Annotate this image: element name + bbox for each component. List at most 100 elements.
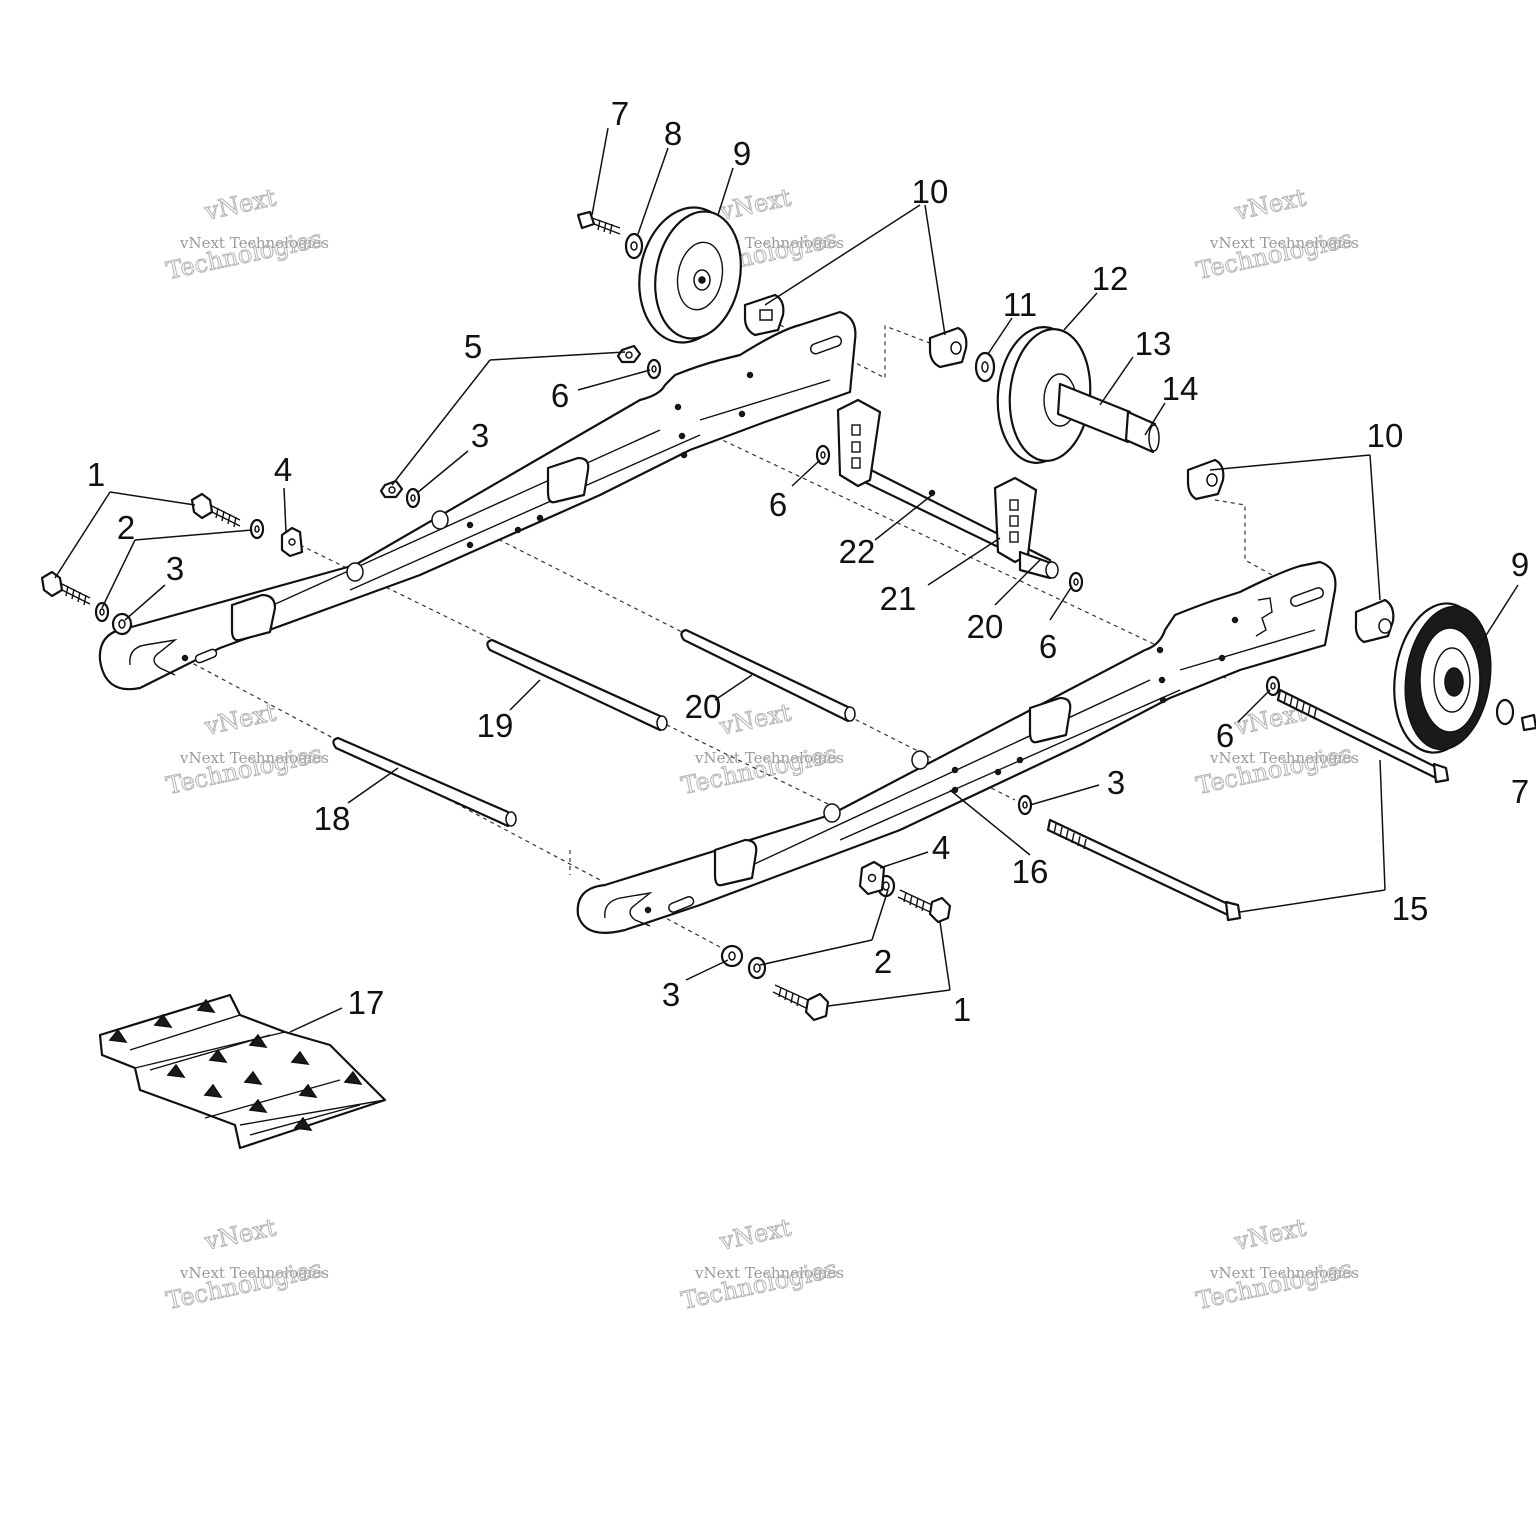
callout-18: 18 (314, 800, 351, 837)
watermark-text-small: vNext Technologies (1209, 234, 1359, 252)
callout-20: 20 (685, 688, 722, 725)
callout-3: 3 (166, 550, 184, 587)
leader-lines (54, 127, 1519, 1033)
watermark-text-small: vNext Technologies (1209, 749, 1359, 767)
callout-10: 10 (912, 173, 949, 210)
washer-3-d (720, 944, 744, 968)
rail-far (98, 310, 857, 691)
callout-20: 20 (967, 608, 1004, 645)
callout-12: 12 (1092, 260, 1129, 297)
callout-8: 8 (664, 115, 682, 152)
callout-5: 5 (464, 328, 482, 365)
nut-5-lower (379, 479, 404, 499)
watermark-bottom-left: vNext vNext Technologies Technologies (163, 1213, 329, 1316)
washer-2-d (747, 956, 767, 980)
watermark-text-small: vNext Technologies (694, 749, 844, 767)
idler-wheel-lower-right (1393, 602, 1492, 754)
callout-4: 4 (274, 451, 292, 488)
washer-6-c (1068, 571, 1084, 593)
callout-4: 4 (932, 829, 950, 866)
washer-2-a (249, 518, 265, 540)
bumper-10-c (1186, 458, 1225, 501)
callout-13: 13 (1135, 325, 1172, 362)
idler-wheel-upper (638, 206, 742, 344)
washer-6-b (815, 444, 831, 466)
bolt-15-upper (1276, 688, 1450, 784)
callout-3: 3 (1107, 764, 1125, 801)
watermark-bottom-right: vNext vNext Technologies Technologies (1193, 1213, 1359, 1316)
watermark-text-a: vNext (716, 698, 794, 741)
watermark-bottom-center: vNext vNext Technologies Technologies (678, 1213, 844, 1316)
callout-6: 6 (1216, 717, 1234, 754)
callout-17: 17 (348, 984, 385, 1021)
bolt-7-upper (576, 210, 621, 235)
bolt-1-d (772, 984, 830, 1022)
bumper-10-b (928, 326, 968, 369)
washer-8 (624, 232, 644, 260)
watermark-text-a: vNext (201, 698, 279, 741)
bolt-1-c (897, 889, 952, 924)
watermark-mid-right: vNext vNext Technologies Technologies (1193, 698, 1359, 801)
callout-16: 16 (1012, 853, 1049, 890)
plate-4-b (858, 860, 886, 896)
callout-1: 1 (953, 991, 971, 1028)
callout-9: 9 (733, 135, 751, 172)
washer-6-a (646, 358, 662, 380)
callout-6: 6 (1039, 628, 1057, 665)
washer-3-a (405, 487, 421, 509)
washer-3-c (1017, 794, 1033, 816)
cross-shaft-20 (680, 628, 856, 723)
callout-3: 3 (471, 417, 489, 454)
watermark-text-a: vNext (716, 1213, 794, 1256)
watermark-text-a: vNext (716, 183, 794, 226)
callout-22: 22 (839, 533, 876, 570)
callout-15: 15 (1392, 890, 1429, 927)
track-lugs (108, 998, 363, 1131)
nut-5-upper (616, 344, 642, 364)
bolt-1-b (40, 570, 91, 606)
watermark-text-a: vNext (1231, 183, 1309, 226)
bolt-1-a (190, 492, 241, 528)
watermark-top-left: vNext vNext Technologies Technologies (163, 183, 329, 286)
callout-3: 3 (662, 976, 680, 1013)
callout-6: 6 (551, 377, 569, 414)
bolt-7-lower (1520, 713, 1536, 732)
callout-7: 7 (611, 95, 629, 132)
callout-2: 2 (117, 509, 135, 546)
watermark-text-small: vNext Technologies (1209, 1264, 1359, 1282)
callout-labels: 7 8 9 10 11 12 13 14 10 5 6 3 6 22 21 20… (87, 95, 1529, 1028)
watermark-text-small: vNext Technologies (179, 749, 329, 767)
callout-11: 11 (1003, 286, 1037, 323)
watermark-mid-left: vNext vNext Technologies Technologies (163, 698, 329, 801)
washer-11 (974, 351, 996, 383)
callout-21: 21 (880, 580, 917, 617)
cross-shaft-18 (332, 736, 517, 828)
bumper-10-a (743, 293, 785, 337)
callout-7: 7 (1511, 773, 1529, 810)
rear-bracket-21 (993, 476, 1059, 580)
bumper-10-d (1354, 598, 1395, 644)
callout-10: 10 (1367, 417, 1404, 454)
bolt-15-lower (1046, 818, 1242, 922)
watermark-text-small: vNext Technologies (179, 1264, 329, 1282)
cross-shaft-19 (486, 638, 668, 732)
callout-14: 14 (1162, 370, 1199, 407)
axle-13 (1056, 382, 1160, 454)
washer-right-8 (1495, 698, 1515, 726)
rail-near (576, 560, 1337, 934)
idler-wheel-12 (996, 326, 1092, 464)
watermark-text-a: vNext (201, 183, 279, 226)
washer-2-b (94, 601, 110, 623)
callout-9: 9 (1511, 546, 1529, 583)
watermark-top-right: vNext vNext Technologies Technologies (1193, 183, 1359, 286)
track-section-17 (98, 993, 387, 1150)
callout-19: 19 (477, 707, 514, 744)
watermark-text-small: vNext Technologies (179, 234, 329, 252)
callout-1: 1 (87, 456, 105, 493)
plate-4-a (280, 526, 304, 558)
callout-6: 6 (769, 486, 787, 523)
washer-6-d (1265, 675, 1281, 697)
watermark-text-a: vNext (1231, 1213, 1309, 1256)
watermark-text-a: vNext (201, 1213, 279, 1256)
